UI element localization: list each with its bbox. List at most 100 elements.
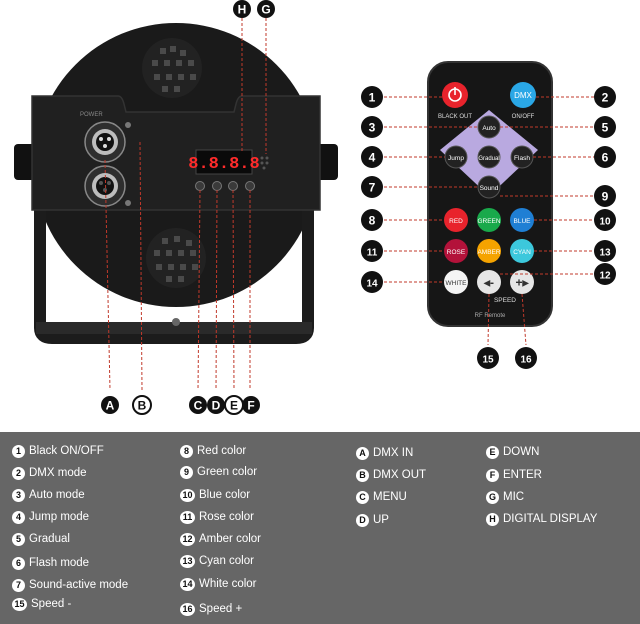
dmx-in-connector-icon <box>84 121 126 163</box>
onoff-label: ON/OFF <box>512 114 535 120</box>
legend-text: Sound-active mode <box>29 579 129 591</box>
legend-item: A DMX IN <box>356 444 413 462</box>
dmx-button <box>510 82 536 108</box>
rear-panel <box>31 95 321 211</box>
legend-item: 6 Flash mode <box>12 554 89 572</box>
callout-8-label: 8 <box>369 214 376 228</box>
legend-badge: 12 <box>180 532 195 546</box>
top-vent-icon <box>142 38 202 98</box>
legend-item: 10 Blue color <box>180 486 250 504</box>
callout-5 <box>594 116 616 138</box>
callout-12-label: 12 <box>599 271 611 282</box>
legend-badge: 11 <box>180 510 195 524</box>
callout-e-label: E <box>230 399 238 413</box>
cyan-button-label: CYAN <box>513 249 531 256</box>
blue-button-label: BLUE <box>514 218 532 225</box>
legend-badge: 16 <box>180 602 195 616</box>
legend-text: MENU <box>373 491 407 503</box>
legend-badge: 14 <box>180 577 195 591</box>
sound-button-label: Sound <box>480 185 499 192</box>
callout-f: F <box>242 396 260 414</box>
display-digits: 8.8.8.8 <box>188 155 259 174</box>
callout-12 <box>594 263 616 285</box>
legend-badge: A <box>356 446 369 460</box>
legend-text: DMX IN <box>373 447 414 459</box>
legend-text: ENTER <box>503 469 542 481</box>
legend-item: 4 Jump mode <box>12 508 89 526</box>
callout-15 <box>477 347 499 369</box>
white-button-label: WHITE <box>446 280 468 287</box>
legend-text: Green color <box>197 466 258 478</box>
legend-item: 14 White color <box>180 575 257 593</box>
callout-b-label: B <box>138 399 147 413</box>
remote-control: BLACK OUT DMX ON/OFF Auto Jump Gradual F… <box>427 61 553 327</box>
product-illustration: POWER 8.8.8.8 <box>14 0 616 415</box>
plus-icon: +▸ <box>515 276 529 290</box>
legend-item: C MENU <box>356 488 407 506</box>
legend-badge: G <box>486 490 499 504</box>
enter-button-icon <box>245 181 255 191</box>
legend-badge: 13 <box>180 554 195 568</box>
callout-3-label: 3 <box>369 121 376 135</box>
callout-5-label: 5 <box>602 121 609 135</box>
legend-text: Red color <box>197 445 247 457</box>
legend-badge: 6 <box>12 556 25 570</box>
green-button-label: GREEN <box>477 218 500 225</box>
callout-h-label: H <box>238 3 247 17</box>
minus-icon: ◂- <box>483 276 494 290</box>
legend-text: UP <box>373 514 389 526</box>
callout-1 <box>361 86 383 108</box>
down-button-icon <box>228 181 238 191</box>
legend-text: Black ON/OFF <box>29 445 104 457</box>
callout-13-label: 13 <box>599 248 611 259</box>
legend-badge: 7 <box>12 578 25 592</box>
legend-badge: 10 <box>180 488 195 502</box>
legend-badge: 1 <box>12 444 25 458</box>
left-knob-icon <box>14 144 36 180</box>
callout-2 <box>594 86 616 108</box>
callout-a-label: A <box>106 399 115 413</box>
legend-text: Jump mode <box>29 511 90 523</box>
digital-display <box>195 149 253 175</box>
legend-badge: C <box>356 490 369 504</box>
callout-3 <box>361 116 383 138</box>
legend-text: Auto mode <box>29 489 85 501</box>
up-button-icon <box>212 181 222 191</box>
gradual-button-label: Gradual <box>478 156 499 162</box>
legend-text: White color <box>199 578 257 590</box>
jump-button-label: Jump <box>448 155 464 162</box>
legend-badge: 4 <box>12 510 25 524</box>
callout-d: D <box>207 396 225 414</box>
legend-item: 1 Black ON/OFF <box>12 442 104 460</box>
legend-item: 7 Sound-active mode <box>12 576 128 594</box>
legend-text: Flash mode <box>29 557 90 569</box>
legend-badge: 5 <box>12 532 25 546</box>
legend-badge: F <box>486 468 499 482</box>
legend-text: Blue color <box>199 489 251 501</box>
callout-14 <box>361 271 383 293</box>
legend-text: Speed - <box>31 598 72 610</box>
legend-text: Rose color <box>199 511 254 523</box>
legend-text: DMX OUT <box>373 469 427 481</box>
callout-7 <box>361 176 383 198</box>
legend-text: DMX mode <box>29 467 87 479</box>
callout-7-label: 7 <box>369 181 376 195</box>
callout-4-label: 4 <box>369 151 376 165</box>
power-port-label: POWER <box>80 112 103 118</box>
callout-11 <box>361 240 383 262</box>
callout-e: E <box>224 395 244 415</box>
callout-14-label: 14 <box>366 279 378 290</box>
callout-8 <box>361 209 383 231</box>
legend-text: Speed + <box>199 603 243 615</box>
speed-minus-button <box>477 270 501 294</box>
callout-13 <box>594 240 616 262</box>
callout-c: C <box>189 396 207 414</box>
